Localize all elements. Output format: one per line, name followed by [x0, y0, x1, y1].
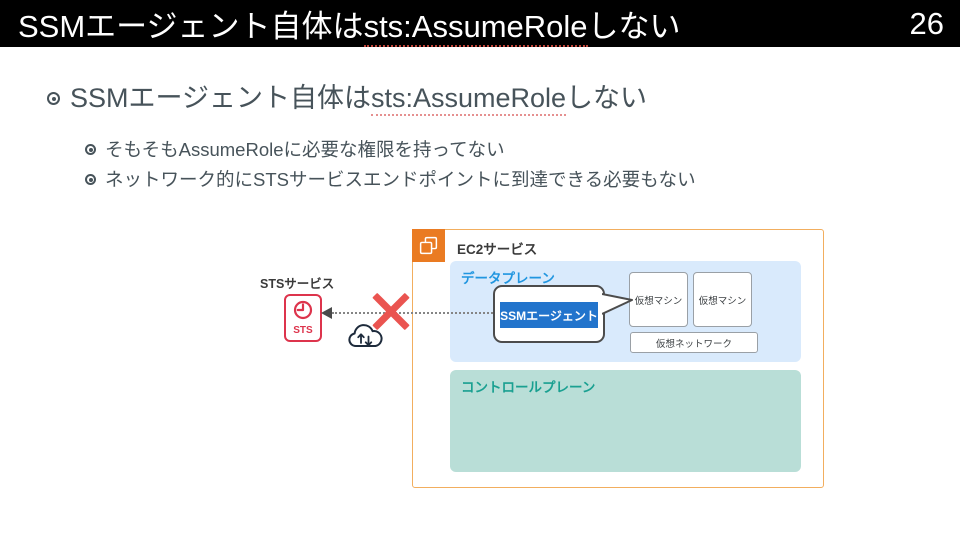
slide-title-pre: SSMエージェント自体は — [18, 9, 364, 44]
slide-header: SSMエージェント自体はsts:AssumeRoleしない 26 — [0, 0, 960, 47]
bullet-main-emphasis: sts:AssumeRole — [370, 83, 567, 116]
bullet-sub-1-text: そもそもAssumeRoleに必要な権限を持ってない — [105, 139, 505, 160]
sts-service-label: STSサービス — [260, 277, 335, 291]
bullet-sub-2: ネットワーク的にSTSサービスエンドポイントに到達できる必要もない — [85, 169, 696, 191]
data-plane-label: データプレーン — [461, 271, 555, 286]
clock-icon — [293, 300, 313, 320]
cloud-transfer-icon — [346, 322, 384, 356]
vm-label: 仮想マシン — [634, 295, 683, 307]
bullet-ring-icon — [47, 92, 60, 105]
control-plane-panel — [450, 370, 801, 472]
sts-icon-text: STS — [293, 325, 313, 336]
bullet-sub-2-text: ネットワーク的にSTSサービスエンドポイントに到達できる必要もない — [105, 169, 696, 190]
vm-box-2: 仮想マシン — [693, 272, 752, 327]
ssm-agent-label: SSMエージェント — [500, 308, 598, 323]
sts-service-icon: STS — [284, 294, 322, 342]
vm-box-1: 仮想マシン — [629, 272, 688, 327]
slide-title-emphasis: sts:AssumeRole — [363, 9, 588, 47]
bullet-main-text: SSMエージェント自体はsts:AssumeRoleしない — [70, 83, 648, 116]
bullet-main-pre: SSMエージェント自体は — [70, 83, 371, 113]
bubble-tail — [601, 290, 634, 323]
virtual-network-box: 仮想ネットワーク — [630, 332, 758, 353]
slide-title: SSMエージェント自体はsts:AssumeRoleしない — [18, 1, 681, 47]
bullet-main-post: しない — [566, 83, 648, 113]
vm-label: 仮想マシン — [698, 295, 747, 307]
bullet-ring-icon — [85, 144, 96, 155]
ec2-service-icon — [412, 229, 445, 262]
bullet-sub-1: そもそもAssumeRoleに必要な権限を持ってない — [85, 139, 505, 161]
virtual-network-label: 仮想ネットワーク — [655, 338, 732, 350]
dotted-connector — [332, 312, 493, 314]
slide-title-post: しない — [587, 9, 681, 44]
ssm-agent-box: SSMエージェント — [500, 302, 598, 328]
arrowhead-left-icon — [321, 307, 332, 319]
page-number: 26 — [909, 6, 944, 41]
ec2-service-label: EC2サービス — [457, 242, 538, 257]
control-plane-label: コントロールプレーン — [461, 380, 596, 395]
bullet-ring-icon — [85, 174, 96, 185]
bullet-main: SSMエージェント自体はsts:AssumeRoleしない — [47, 83, 648, 116]
